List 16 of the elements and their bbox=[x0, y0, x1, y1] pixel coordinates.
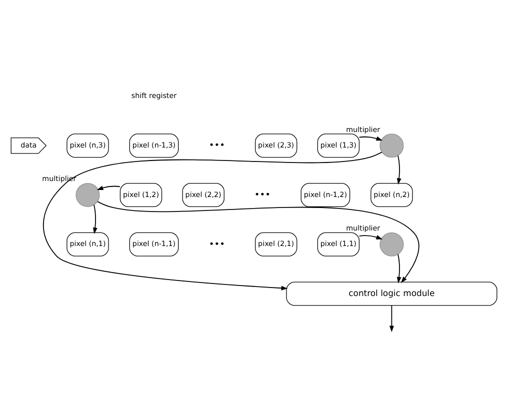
label: ••• bbox=[208, 141, 226, 152]
node-box: control logic module bbox=[286, 282, 498, 306]
node-circle bbox=[380, 232, 404, 256]
arrow bbox=[358, 235, 383, 240]
arrow bbox=[96, 186, 121, 190]
arrow bbox=[396, 155, 402, 185]
arrow bbox=[396, 254, 402, 284]
arrow bbox=[389, 305, 394, 332]
label: ••• bbox=[208, 240, 226, 250]
node-circle bbox=[76, 183, 100, 208]
label: ••• bbox=[254, 190, 270, 200]
arrow bbox=[92, 204, 98, 234]
node-circle bbox=[380, 134, 404, 158]
arrow bbox=[358, 136, 383, 141]
arrow bbox=[42, 152, 382, 290]
arrow bbox=[97, 201, 420, 284]
